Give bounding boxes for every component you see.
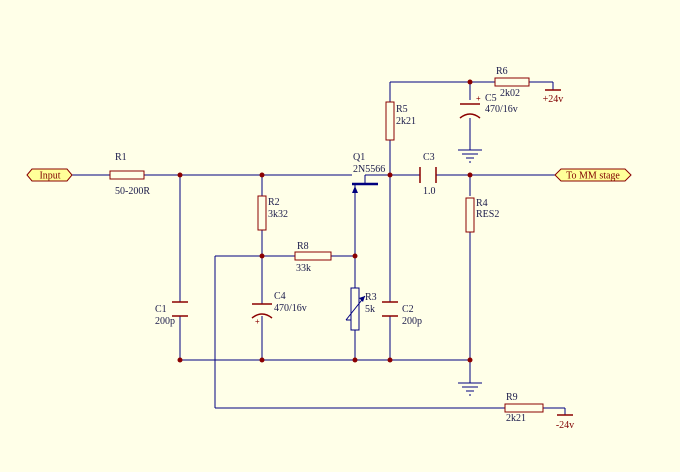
capacitor-c5[interactable]: + [459,94,481,119]
capacitor-c2[interactable] [382,301,398,317]
resistor-r1[interactable] [109,170,145,180]
junction-dot [467,357,473,363]
r1-value: 50-200R [115,186,150,197]
r9-ref: R9 [506,392,518,403]
jfet-q1[interactable] [340,174,378,195]
ground-symbol-c5 [458,149,482,163]
junction-dot [352,357,358,363]
resistor-r4[interactable] [465,197,475,233]
wires [72,81,566,415]
resistor-r9[interactable] [504,403,544,413]
input-port-label: Input [39,171,60,182]
r8-value: 33k [296,263,311,274]
c4-value: 470/16v [274,303,307,314]
q1-ref: Q1 [353,152,365,163]
junctions [177,79,473,363]
junction-dot [352,253,358,259]
r4-ref: R4 [476,198,488,209]
c1-ref: C1 [155,304,167,315]
r2-ref: R2 [268,197,280,208]
power-pos-label: +24v [543,94,564,105]
q1-value: 2N5566 [353,164,385,175]
power-neg-symbol: -24v [556,414,574,431]
junction-dot [467,79,473,85]
r4-value: RES2 [476,209,499,220]
junction-dot [467,172,473,178]
potentiometer-r3[interactable] [345,287,366,331]
input-port[interactable]: Input [26,168,73,182]
resistor-r8[interactable] [294,251,332,261]
capacitor-c1[interactable] [172,301,188,317]
r5-ref: R5 [396,104,408,115]
r3-ref: R3 [365,292,377,303]
r6-ref: R6 [496,66,508,77]
c3-value: 1.0 [423,186,436,197]
resistor-r6[interactable] [494,77,530,87]
c5-ref: C5 [485,93,497,104]
r5-value: 2k21 [396,116,416,127]
output-port[interactable]: To MM stage [554,168,632,182]
capacitor-c3[interactable] [419,167,437,183]
r2-value: 3k32 [268,209,288,220]
power-neg-label: -24v [556,420,574,431]
c2-ref: C2 [402,304,414,315]
junction-dot [259,357,265,363]
c2-value: 200p [402,316,422,327]
c4-ref: C4 [274,291,286,302]
component-labels: R1 50-200R R2 3k32 R8 33k R3 5k R5 2k21 … [115,66,526,424]
junction-dot [259,253,265,259]
ground-symbol-main [458,382,482,396]
r6-value: 2k02 [500,88,520,99]
svg-text:+: + [255,317,260,326]
power-pos-symbol: +24v [543,89,564,105]
r1-ref: R1 [115,152,127,163]
resistor-r5[interactable] [385,101,395,141]
junction-dot [259,172,265,178]
r8-ref: R8 [297,241,309,252]
c3-ref: C3 [423,152,435,163]
junction-dot [387,357,393,363]
r9-value: 2k21 [506,413,526,424]
c5-value: 470/16v [485,104,518,115]
r3-value: 5k [365,304,375,315]
resistor-r2[interactable] [257,195,267,231]
capacitor-c4[interactable]: + [251,303,273,326]
junction-dot [177,172,183,178]
junction-dot [387,172,393,178]
junction-dot [177,357,183,363]
output-port-label: To MM stage [566,171,620,182]
svg-text:+: + [476,94,481,103]
c1-value: 200p [155,316,175,327]
